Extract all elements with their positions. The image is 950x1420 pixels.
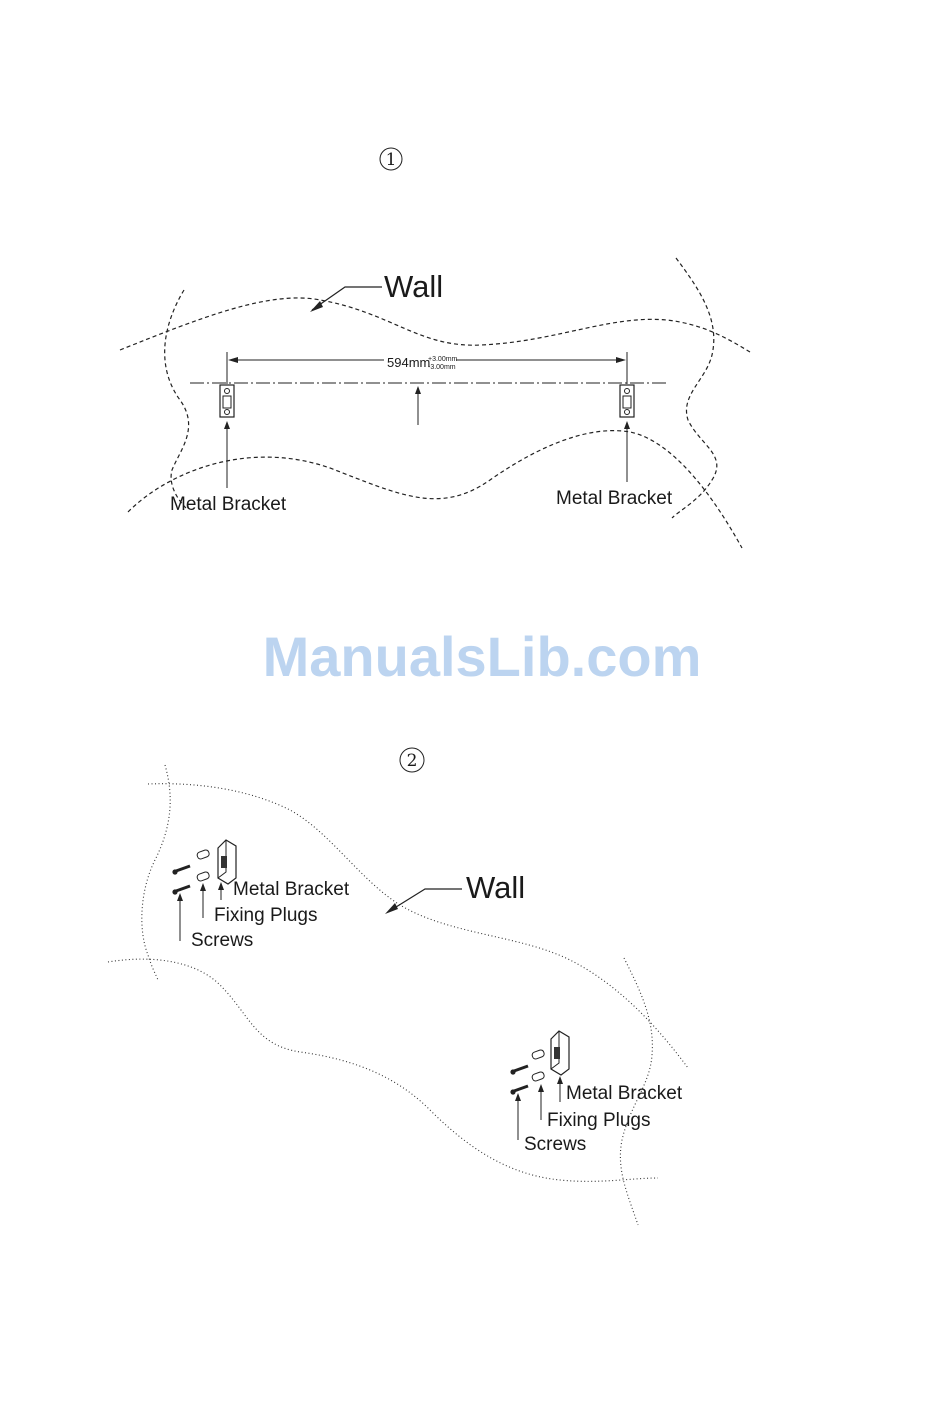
right-screws [510, 1066, 528, 1095]
dimension-value: 594mm [387, 355, 430, 370]
step-1: 1 Wall 594mm +3.00mm -3.00mm [120, 148, 750, 548]
bracket-spacing-dimension: 594mm +3.00mm -3.00mm [227, 352, 627, 384]
step-1-right-bracket [620, 385, 634, 417]
tolerance-minus: -3.00mm [428, 364, 456, 371]
step-2-number-badge: 2 [400, 748, 424, 772]
left-screws [172, 866, 190, 895]
left-bracket-part [218, 840, 236, 884]
tolerance-plus: +3.00mm [428, 356, 458, 363]
wall-leader-line-2 [388, 889, 462, 912]
left-fixing-plugs [196, 849, 210, 882]
left-hardware-group: Metal Bracket Fixing Plugs Screws [172, 840, 349, 951]
watermark: ManualsLib.com [263, 625, 702, 688]
wall-leader-arrow [310, 301, 323, 312]
left-bracket-label-2: Metal Bracket [233, 879, 350, 900]
step-1-wall-label: Wall [384, 269, 443, 304]
step-2-wall-callout: Wall [385, 870, 525, 914]
wall-leader-arrow-2 [385, 903, 398, 914]
step-1-number: 1 [386, 150, 397, 170]
left-plugs-label: Fixing Plugs [214, 905, 318, 926]
right-bracket-label-2: Metal Bracket [566, 1083, 683, 1104]
right-bracket-part [551, 1031, 569, 1075]
right-hardware-group: Metal Bracket Fixing Plugs Screws [510, 1031, 682, 1155]
step-1-left-bracket [220, 385, 234, 417]
right-fixing-plugs [531, 1049, 545, 1082]
right-screws-label: Screws [524, 1134, 586, 1155]
left-screws-label: Screws [191, 930, 253, 951]
step-1-right-bracket-label: Metal Bracket [556, 488, 673, 509]
step-2-wall-label: Wall [466, 870, 525, 905]
step-2-wall-outline [108, 765, 688, 1225]
step-1-left-bracket-label: Metal Bracket [170, 494, 287, 515]
right-plugs-label: Fixing Plugs [547, 1110, 651, 1131]
step-1-number-badge: 1 [380, 148, 402, 170]
step-2: 2 Wall [108, 748, 688, 1225]
step-1-wall-callout: Wall [310, 269, 443, 312]
step-2-number: 2 [407, 751, 418, 771]
